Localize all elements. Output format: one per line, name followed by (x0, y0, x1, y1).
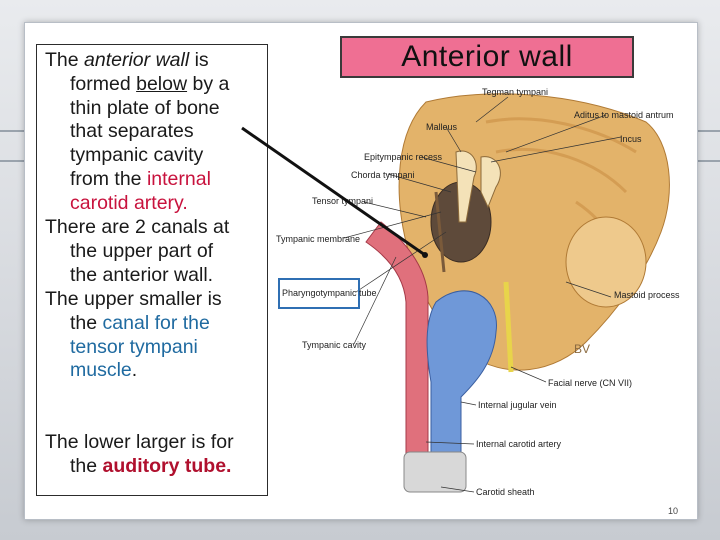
tympanic-membrane (434, 191, 446, 273)
label-malleus: Malleus (426, 122, 458, 132)
label-chorda-tympani: Chorda tympani (351, 170, 415, 180)
text-line: the auditory tube. (45, 455, 234, 479)
label-aditus: Aditus to mastoid antrum (574, 110, 674, 120)
label-tympanic-membrane: Tympanic membrane (276, 234, 361, 244)
label-incus: Incus (620, 134, 642, 144)
facial-nerve (503, 281, 514, 373)
label-tensor-tympani: Tensor tympani (312, 196, 374, 206)
illustrator-initials: BV (574, 342, 591, 356)
text-highlight: muscle (70, 359, 132, 382)
text-line: muscle. (45, 359, 222, 383)
decorative-line (0, 160, 24, 162)
paragraph-lower-canal: The lower larger is for the auditory tub… (45, 431, 234, 479)
text-highlight: auditory tube. (102, 454, 232, 477)
paragraph-anterior-wall: The anterior wall is formed below by a t… (45, 49, 229, 216)
text-underlined: below (136, 72, 188, 95)
anatomy-figure: Tegman tympani Aditus to mastoid antrum … (276, 82, 680, 502)
text-segment: formed (70, 72, 137, 95)
incus-bone (480, 156, 501, 209)
decorative-line (0, 130, 24, 132)
malleus-bone (455, 150, 477, 223)
text-segment: the (70, 311, 103, 334)
pharyngotympanic-highlight (278, 278, 360, 309)
page-number: 10 (668, 506, 679, 516)
text-highlight: internal (146, 167, 211, 190)
text-segment: by a (187, 72, 230, 95)
text-line: from the internal (45, 168, 229, 192)
paragraph-upper-canal: The upper smaller is the canal for the t… (45, 288, 222, 383)
text-panel: The anterior wall is formed below by a t… (36, 44, 268, 496)
label-tegmen-tympani: Tegman tympani (482, 87, 549, 97)
text-segment: from the (70, 167, 147, 190)
decorative-line (696, 160, 720, 162)
mastoid-cells (565, 216, 647, 308)
text-line: tensor tympani (70, 335, 198, 358)
text-line: tympanic cavity (70, 144, 204, 167)
text-line: the anterior wall. (70, 263, 214, 286)
label-epitympanic-recess: Epitympanic recess (364, 152, 443, 162)
text-line: The anterior wall is (45, 49, 229, 73)
text-line: the upper part of (70, 239, 214, 262)
text-line: carotid artery. (70, 191, 188, 214)
text-segment: is (189, 49, 209, 71)
label-internal-jugular-vein: Internal jugular vein (478, 400, 557, 410)
text-line: formed below by a (45, 73, 229, 97)
carotid-sheath (403, 451, 467, 493)
decorative-line (696, 130, 720, 132)
text-line: that separates (70, 120, 194, 143)
text-highlight: canal for the (102, 311, 210, 334)
label-tympanic-cavity: Tympanic cavity (302, 340, 367, 350)
text-segment: . (131, 359, 138, 382)
title-box: Anterior wall (340, 36, 634, 78)
label-pharyngotympanic-tube: Pharyngotympanic tube (282, 288, 377, 298)
text-line: thin plate of bone (70, 96, 220, 119)
text-line: The lower larger is for (45, 431, 234, 453)
text-italic: anterior wall (84, 49, 190, 71)
text-segment: The (45, 49, 85, 71)
anatomy-illustration (278, 93, 670, 493)
text-line: The upper smaller is (45, 288, 222, 310)
jugular-vein (426, 290, 497, 473)
label-internal-carotid-artery: Internal carotid artery (476, 439, 562, 449)
text-segment: the (70, 454, 103, 477)
text-line: There are 2 canals at (45, 216, 230, 238)
label-mastoid-process: Mastoid process (614, 290, 680, 300)
slide-title: Anterior wall (401, 40, 573, 73)
text-line: the canal for the (45, 312, 222, 336)
label-facial-nerve: Facial nerve (CN VII) (548, 378, 633, 388)
label-carotid-sheath: Carotid sheath (476, 487, 535, 497)
paragraph-canals: There are 2 canals at the upper part of … (45, 216, 229, 287)
